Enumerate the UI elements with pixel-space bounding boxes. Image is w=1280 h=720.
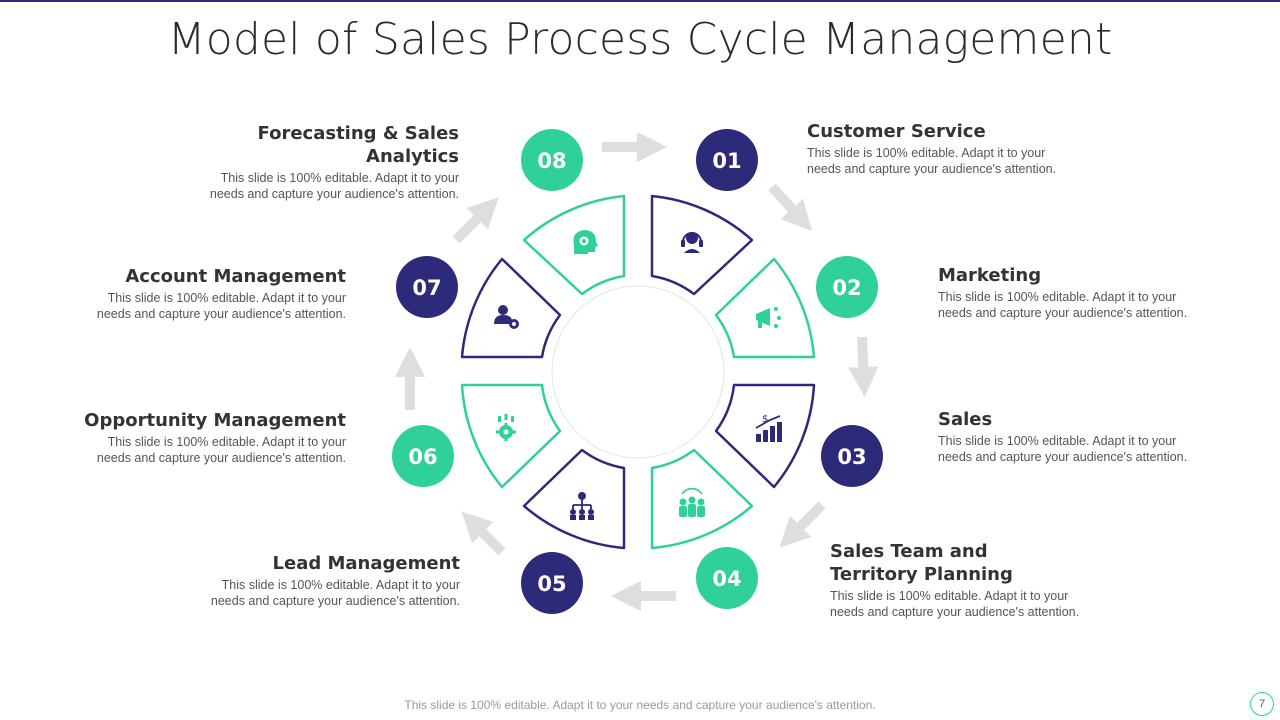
step-title-line2: Territory Planning <box>830 564 1013 585</box>
step-06-text: Opportunity Management This slide is 100… <box>56 409 346 466</box>
step-07-text: Account Management This slide is 100% ed… <box>56 265 346 322</box>
step-number-03: 03 <box>837 445 866 469</box>
segment-05 <box>522 448 626 550</box>
number-circle-03 <box>821 425 883 487</box>
user-gear-icon <box>494 305 519 329</box>
step-title: Customer Service <box>807 121 986 142</box>
step-03-text: Sales This slide is 100% editable. Adapt… <box>938 408 1228 465</box>
step-description: This slide is 100% editable. Adapt it to… <box>830 589 1080 619</box>
step-description: This slide is 100% editable. Adapt it to… <box>807 146 1057 176</box>
number-circle-08 <box>521 129 583 191</box>
step-05-text: Lead Management This slide is 100% edita… <box>170 552 460 609</box>
step-title: Sales <box>938 409 993 430</box>
arrow-01-to-02 <box>768 183 813 232</box>
slide-title: Model of Sales Process Cycle Management <box>167 14 1113 65</box>
arrow-02-to-03 <box>848 336 879 397</box>
step-02-text: Marketing This slide is 100% editable. A… <box>938 264 1228 321</box>
number-circle-02 <box>816 256 878 318</box>
team-icon <box>679 487 705 517</box>
step-description: This slide is 100% editable. Adapt it to… <box>210 578 460 608</box>
arrow-05-to-06 <box>461 511 506 556</box>
step-description: This slide is 100% editable. Adapt it to… <box>938 434 1188 464</box>
step-01-text: Customer Service This slide is 100% edit… <box>807 120 1097 177</box>
step-title: Lead Management <box>272 553 460 574</box>
step-number-05: 05 <box>537 572 566 596</box>
step-description: This slide is 100% editable. Adapt it to… <box>209 171 459 201</box>
number-circles: 01 02 03 04 05 06 07 08 <box>392 129 883 614</box>
step-number-01: 01 <box>712 149 741 173</box>
gear-money-icon <box>496 414 516 441</box>
step-title: Sales Team and <box>830 541 988 562</box>
top-accent-line <box>0 0 1280 2</box>
hierarchy-icon <box>570 492 594 520</box>
segment-02 <box>714 257 816 359</box>
number-circle-06 <box>392 425 454 487</box>
number-circle-04 <box>696 547 758 609</box>
number-circle-01 <box>696 129 758 191</box>
page-number: 7 <box>1250 692 1274 716</box>
step-08-text: Forecasting & Sales Analytics This slide… <box>169 122 459 202</box>
arrow-07-to-08 <box>452 197 499 244</box>
cycle-arrows <box>395 132 879 611</box>
number-circle-07 <box>396 256 458 318</box>
step-title: Forecasting & Sales Analytics <box>257 123 459 167</box>
headset-icon <box>681 232 703 253</box>
step-title: Account Management <box>125 266 346 287</box>
step-number-08: 08 <box>537 149 566 173</box>
segment-07 <box>460 257 562 359</box>
step-title: Marketing <box>938 265 1042 286</box>
step-number-02: 02 <box>832 276 861 300</box>
svg-text:$: $ <box>762 414 768 425</box>
number-circle-05 <box>521 552 583 614</box>
step-number-04: 04 <box>712 567 741 591</box>
step-description: This slide is 100% editable. Adapt it to… <box>96 435 346 465</box>
step-description: This slide is 100% editable. Adapt it to… <box>96 291 346 321</box>
step-number-07: 07 <box>412 276 441 300</box>
growth-chart-icon: $ <box>755 414 782 442</box>
step-04-text: Sales Team and Territory Planning This s… <box>830 540 1120 620</box>
step-description: This slide is 100% editable. Adapt it to… <box>938 290 1188 320</box>
head-gear-icon <box>573 230 598 254</box>
step-number-06: 06 <box>408 445 437 469</box>
arrow-03-to-04 <box>779 501 826 548</box>
megaphone-icon <box>756 307 781 328</box>
footer-text: This slide is 100% editable. Adapt it to… <box>404 698 876 712</box>
step-title: Opportunity Management <box>84 410 346 431</box>
center-circle <box>551 285 725 459</box>
